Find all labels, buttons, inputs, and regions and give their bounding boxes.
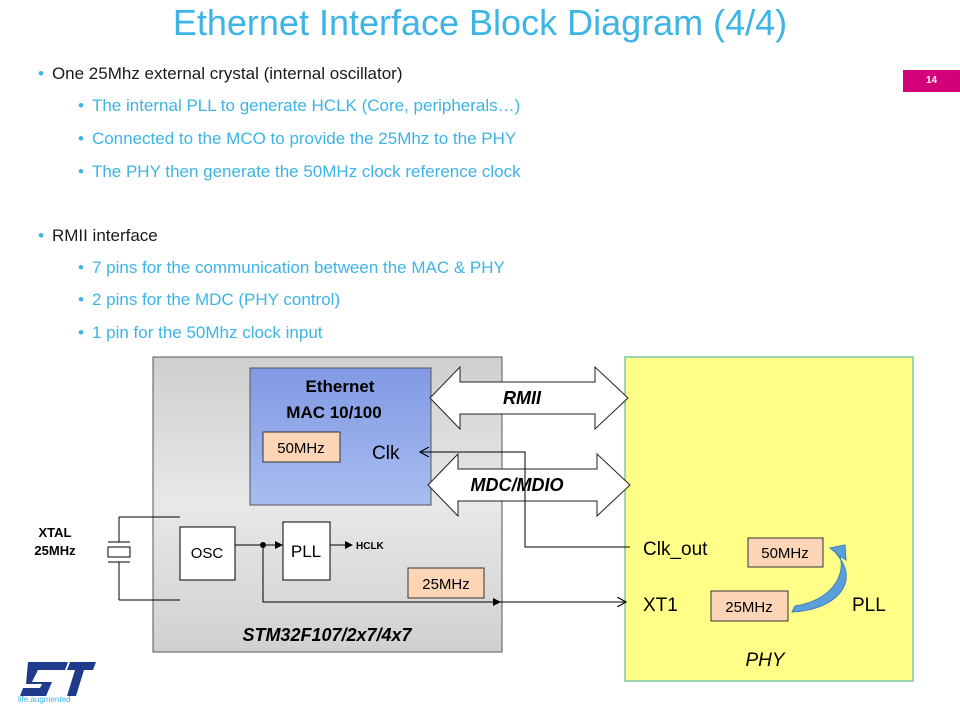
crystal-icon (107, 516, 180, 601)
mco-line (262, 545, 501, 606)
bullet-item: • The internal PLL to generate HCLK (Core… (78, 96, 520, 116)
bullet-dot-icon: • (78, 290, 84, 309)
rmii-label: RMII (503, 388, 542, 408)
clk-out-label: Clk_out (643, 539, 708, 560)
bullet-text: The internal PLL to generate HCLK (Core,… (91, 96, 521, 115)
bullet-item: • RMII interface (38, 226, 158, 246)
bullet-item: • 1 pin for the 50Mhz clock input (78, 323, 323, 343)
pll-label: PLL (291, 542, 321, 561)
bullet-text: 7 pins for the communication between the… (91, 258, 505, 277)
bullet-dot-icon: • (78, 129, 84, 148)
phy-in-clock-label: 25MHz (725, 599, 773, 616)
phy-pll-arrow (791, 544, 847, 613)
logo-tagline: life.augmented (18, 695, 71, 704)
page-number-badge: 14 (903, 70, 960, 92)
mac-clock-label: 50MHz (277, 440, 325, 457)
rmii-arrow (429, 365, 629, 431)
bullet-text: 2 pins for the MDC (PHY control) (91, 290, 341, 309)
bullet-text: 1 pin for the 50Mhz clock input (91, 323, 323, 342)
bullet-dot-icon: • (38, 226, 44, 245)
bullet-item: • The PHY then generate the 50MHz clock r… (78, 162, 521, 182)
mdc-mdio-arrow (427, 452, 631, 518)
phy-label: PHY (745, 650, 785, 671)
bullet-dot-icon: • (38, 64, 44, 83)
bullet-text: RMII interface (51, 226, 158, 245)
mco-clock-box (407, 567, 485, 599)
clk-connection-line (420, 452, 630, 548)
phy-pll-label: PLL (852, 595, 886, 616)
bullet-dot-icon: • (78, 323, 84, 342)
mac-title-line2: MAC 10/100 (286, 403, 381, 422)
bullet-dot-icon: • (78, 96, 84, 115)
osc-label: OSC (191, 545, 224, 562)
mac-clock-box (262, 431, 341, 463)
phy-out-clock-box (747, 537, 824, 568)
mco-clock-label: 25MHz (422, 576, 470, 593)
xtal-label-line2: 25MHz (34, 543, 76, 558)
slide-title: Ethernet Interface Block Diagram (4/4) (172, 2, 788, 43)
mac-title-line1: Ethernet (306, 377, 375, 396)
pll-box (282, 521, 331, 581)
bullet-text: The PHY then generate the 50MHz clock re… (91, 162, 521, 181)
bullet-text: Connected to the MCO to provide the 25Mh… (91, 129, 517, 148)
xt1-label: XT1 (643, 595, 678, 616)
clk-label: Clk (372, 443, 400, 464)
xtal-label-line1: XTAL (39, 525, 72, 540)
phy-in-clock-box (710, 590, 789, 622)
phy-block (624, 356, 914, 682)
mcu-name: STM32F107/2x7/4x7 (242, 625, 412, 645)
bullet-dot-icon: • (78, 258, 84, 277)
bullet-text: One 25Mhz external crystal (internal osc… (51, 64, 403, 83)
bullet-item: • Connected to the MCO to provide the 25M… (78, 129, 516, 149)
bullet-item: • 7 pins for the communication between th… (78, 258, 505, 278)
bullet-item: • One 25Mhz external crystal (internal os… (38, 64, 402, 84)
bullet-dot-icon: • (78, 162, 84, 181)
st-logo (20, 662, 96, 696)
osc-box (179, 526, 236, 581)
mdc-mdio-label: MDC/MDIO (471, 475, 564, 495)
phy-out-clock-label: 50MHz (761, 545, 809, 562)
bullet-item: • 2 pins for the MDC (PHY control) (78, 290, 340, 310)
hclk-label: HCLK (356, 541, 385, 552)
